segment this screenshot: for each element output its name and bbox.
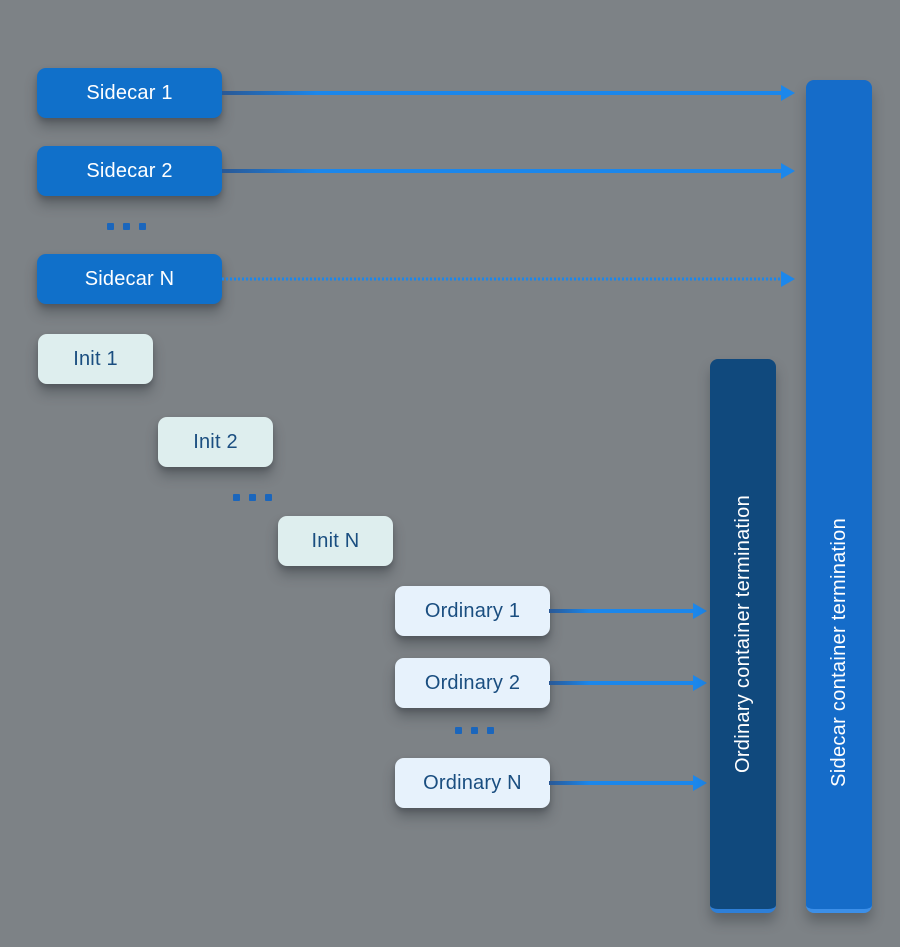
- init-1-node: Init 1: [38, 334, 153, 384]
- dot: [265, 494, 272, 501]
- ordinary-1-node: Ordinary 1: [395, 586, 550, 636]
- ordinary-termination-label: Ordinary container termination: [731, 494, 754, 773]
- sidecar-2-node: Sidecar 2: [37, 146, 222, 196]
- arrow-head-icon: [781, 163, 795, 179]
- sidecar-1-node: Sidecar 1: [37, 68, 222, 118]
- dot: [233, 494, 240, 501]
- init-2-node: Init 2: [158, 417, 273, 467]
- arrow-ordinary-n: [549, 775, 707, 791]
- dot: [487, 727, 494, 734]
- dot: [123, 223, 130, 230]
- ordinary-1-label: Ordinary 1: [424, 599, 521, 622]
- sidecar-n-label: Sidecar N: [84, 267, 175, 290]
- dot: [139, 223, 146, 230]
- sidecar-2-label: Sidecar 2: [86, 159, 173, 182]
- arrow-head-icon: [693, 675, 707, 691]
- dot: [249, 494, 256, 501]
- arrow-ordinary-2: [549, 675, 707, 691]
- arrow-sidecar-1: [222, 85, 795, 101]
- ordinary-termination-bar: Ordinary container termination: [710, 359, 776, 913]
- arrow-head-icon: [693, 603, 707, 619]
- dot: [107, 223, 114, 230]
- arrow-line: [222, 91, 784, 95]
- sidecar-termination-bar: Sidecar container termination: [806, 80, 872, 913]
- arrow-head-icon: [693, 775, 707, 791]
- arrow-line: [549, 781, 696, 785]
- arrow-ordinary-1: [549, 603, 707, 619]
- init-1-label: Init 1: [73, 347, 118, 370]
- arrow-line: [549, 681, 696, 685]
- sidecar-n-node: Sidecar N: [37, 254, 222, 304]
- ordinary-2-node: Ordinary 2: [395, 658, 550, 708]
- arrow-head-icon: [781, 85, 795, 101]
- arrow-head-icon: [781, 271, 795, 287]
- ellipsis-dots-init: [233, 494, 272, 501]
- arrow-line: [549, 609, 696, 613]
- arrow-sidecar-n: [222, 271, 795, 287]
- arrow-sidecar-2: [222, 163, 795, 179]
- init-n-label: Init N: [311, 529, 360, 552]
- dot: [455, 727, 462, 734]
- arrow-line-dotted: [222, 277, 784, 281]
- dot: [471, 727, 478, 734]
- ordinary-2-label: Ordinary 2: [424, 671, 521, 694]
- sidecar-1-label: Sidecar 1: [86, 81, 173, 104]
- ordinary-n-node: Ordinary N: [395, 758, 550, 808]
- ellipsis-dots-ordinary: [455, 727, 494, 734]
- sidecar-termination-label: Sidecar container termination: [827, 518, 850, 787]
- ellipsis-dots-sidecar: [107, 223, 146, 230]
- init-n-node: Init N: [278, 516, 393, 566]
- init-2-label: Init 2: [193, 430, 238, 453]
- arrow-line: [222, 169, 784, 173]
- ordinary-n-label: Ordinary N: [423, 771, 522, 794]
